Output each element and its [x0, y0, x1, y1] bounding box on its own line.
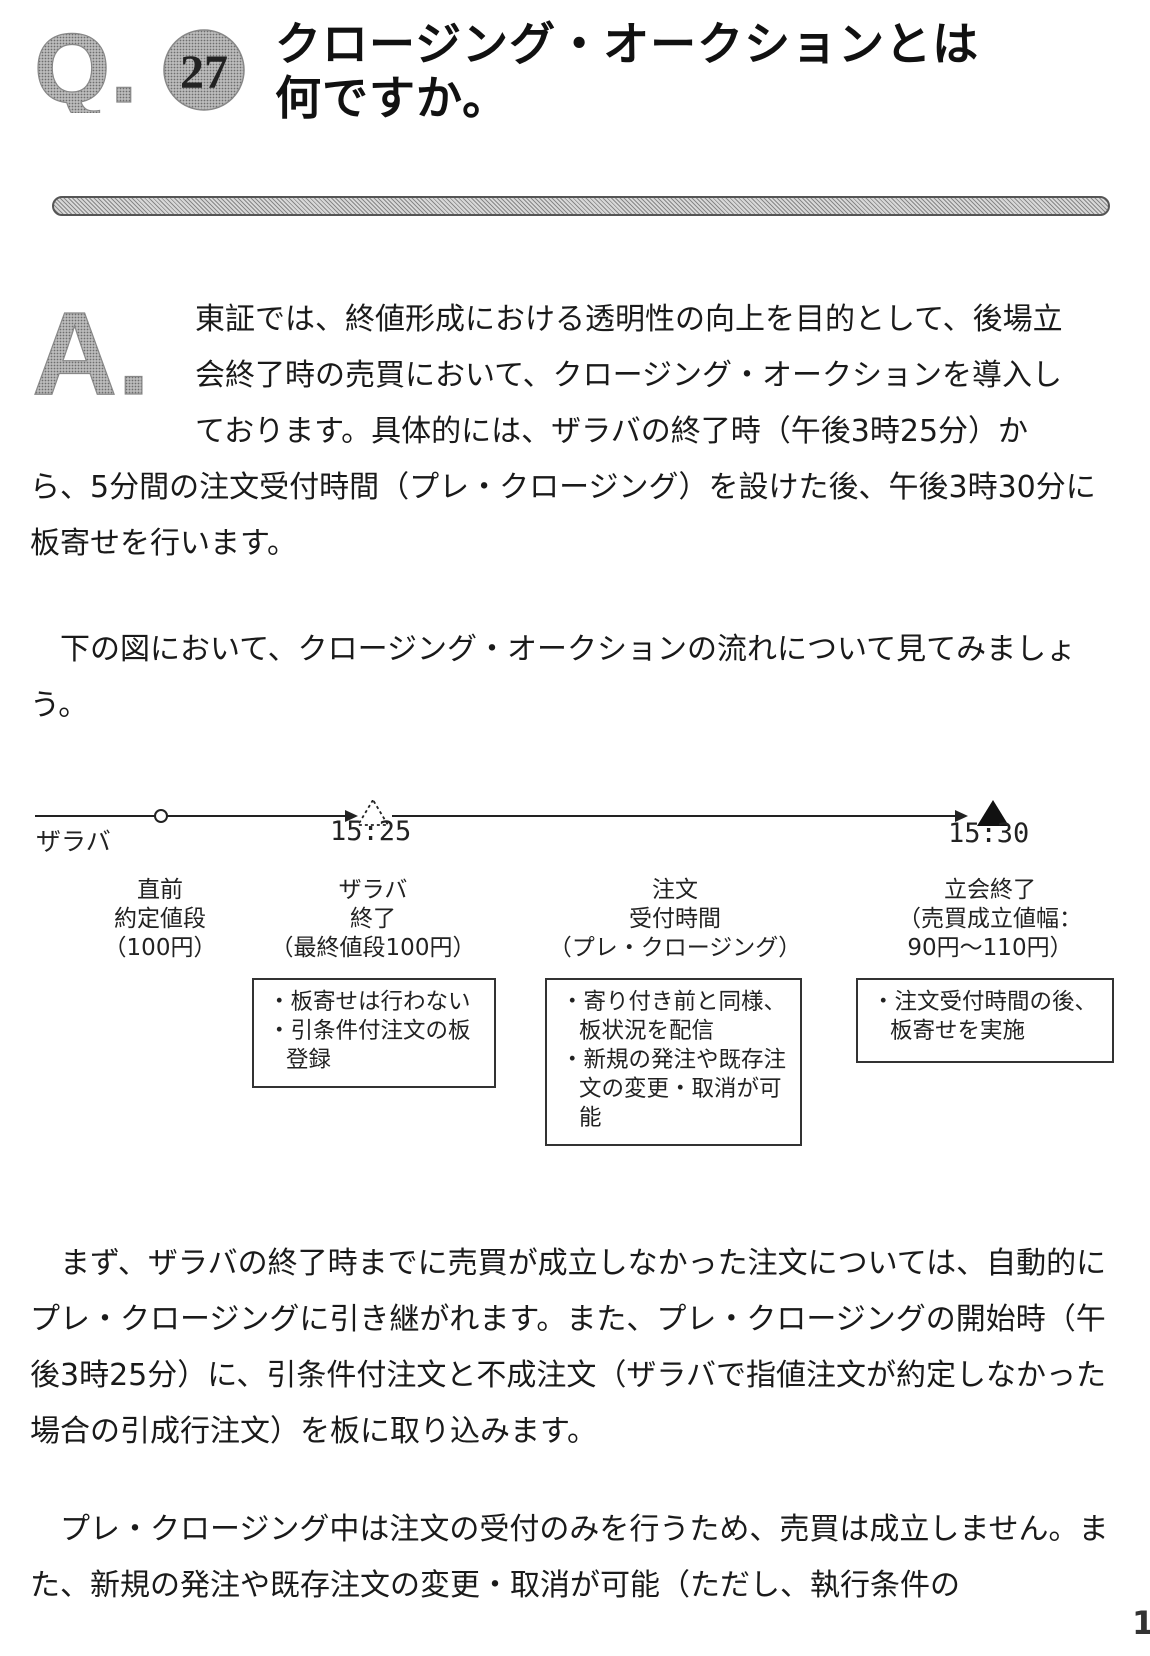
- question-number-badge: Q. 27: [33, 18, 245, 113]
- closing-auction-timeline: [35, 800, 1009, 826]
- time-1525: 15:25: [330, 816, 412, 847]
- answer-paragraph: 東証では、終値形成における透明性の向上を目的として、後場立 会終了時の売買におい…: [30, 292, 1118, 572]
- label-line: 終了: [350, 906, 396, 932]
- answer-rest: ら、5分間の注文受付時間（プレ・クロージング）を設けた後、午後3時30分に板寄せ…: [30, 470, 1096, 561]
- session-end-note-box: ・注文受付時間の後、板寄せを実施: [856, 978, 1114, 1063]
- label-last-trade-price: 直前 約定値段 （100円）: [60, 876, 260, 963]
- zaraba-end-note-box: ・板寄せは行わない ・引条件付注文の板登録: [252, 978, 496, 1088]
- label-line: （売買成立値幅：: [898, 906, 1082, 932]
- arrow-head-2: [955, 810, 968, 822]
- label-line: 約定値段: [114, 906, 206, 932]
- session-end-marker: [977, 800, 1009, 826]
- question-title-line-1: クロージング・オークションとは: [275, 17, 980, 71]
- label-line: ザラバ: [338, 877, 408, 903]
- zaraba-end-marker: [356, 800, 390, 826]
- time-1530: 15:30: [948, 818, 1030, 849]
- question-title-line-2: 何ですか。: [275, 71, 510, 125]
- zaraba-label: ザラバ: [36, 827, 111, 856]
- note-item: ・寄り付き前と同様、板状況を配信: [561, 989, 787, 1044]
- label-line: 直前: [137, 877, 183, 903]
- label-line: （プレ・クロージング）: [548, 935, 802, 961]
- answer-mark: A.: [32, 298, 151, 413]
- header-divider: [52, 196, 1110, 216]
- label-line: 90円〜110円）: [907, 935, 1073, 961]
- pre-closing-note-box: ・寄り付き前と同様、板状況を配信 ・新規の発注や既存注文の変更・取消が可能: [545, 978, 802, 1146]
- answer-line-3: ております。具体的には、ザラバの終了時（午後3時25分）か: [195, 414, 1029, 449]
- label-session-end: 立会終了 （売買成立値幅： 90円〜110円）: [860, 876, 1120, 963]
- question-number: 27: [180, 46, 228, 99]
- answer-mark-spacer: [30, 292, 195, 460]
- q-letter: Q.: [34, 18, 137, 113]
- number-circle: [163, 29, 245, 111]
- label-line: 注文: [652, 877, 698, 903]
- label-line: 受付時間: [629, 906, 721, 932]
- paragraph-intro-diagram: 下の図において、クロージング・オークションの流れについて見てみましょう。: [30, 632, 1077, 723]
- page-number: 1: [1132, 1604, 1150, 1642]
- last-trade-point: [154, 809, 168, 823]
- note-item: ・引条件付注文の板登録: [268, 1018, 471, 1073]
- paragraph-order-carryover: まず、ザラバの終了時までに売買が成立しなかった注文については、自動的にプレ・クロ…: [30, 1246, 1107, 1449]
- answer-line-1: 東証では、終値形成における透明性の向上を目的として、後場立: [195, 302, 1063, 337]
- paragraph-pre-closing: プレ・クロージング中は注文の受付のみを行うため、売買は成立しません。また、新規の…: [30, 1512, 1109, 1603]
- label-zaraba-end: ザラバ 終了 （最終値段100円）: [248, 876, 498, 963]
- arrow-head-1: [345, 810, 358, 822]
- note-item: ・板寄せは行わない: [268, 989, 471, 1015]
- label-line: （最終値段100円）: [270, 935, 476, 961]
- label-line: （100円）: [103, 935, 217, 961]
- note-item: ・注文受付時間の後、板寄せを実施: [872, 989, 1098, 1044]
- answer-line-2: 会終了時の売買において、クロージング・オークションを導入し: [195, 358, 1062, 393]
- label-order-acceptance: 注文 受付時間 （プレ・クロージング）: [540, 876, 810, 963]
- answer-letter: A.: [32, 298, 150, 413]
- note-item: ・新規の発注や既存注文の変更・取消が可能: [561, 1047, 787, 1131]
- label-line: 立会終了: [944, 877, 1036, 903]
